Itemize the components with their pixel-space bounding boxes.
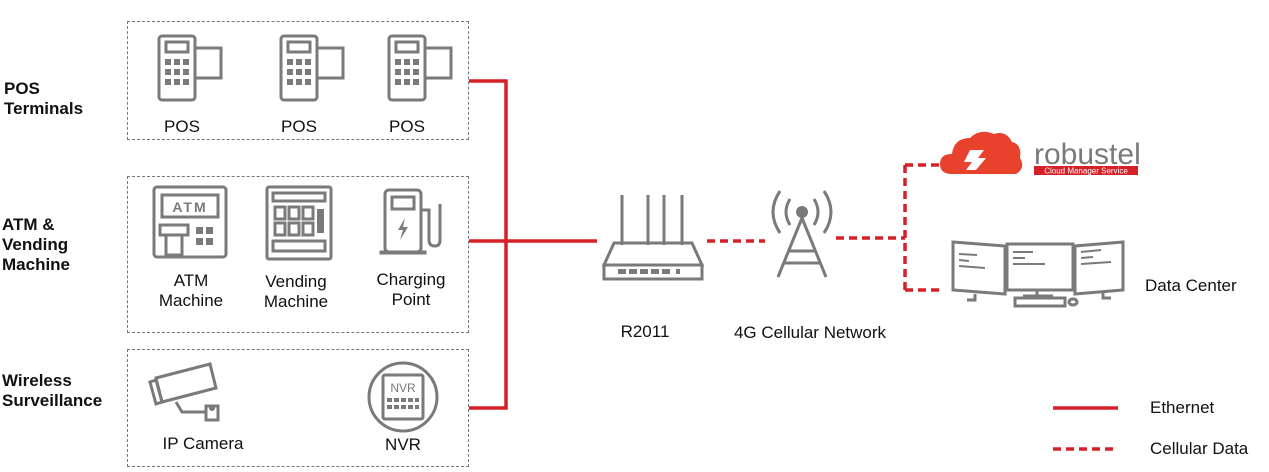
device-label-ip-camera: IP Camera: [162, 434, 244, 453]
atm-vending-group-box: [127, 176, 469, 333]
pos-terminal-icon: [387, 34, 453, 102]
device-label-pos-3: POS: [389, 117, 425, 136]
cell-tower-icon: [771, 190, 833, 278]
pos-terminal-icon: [157, 34, 223, 102]
ethernet-links: [469, 79, 597, 410]
pos-terminal-icon: [279, 34, 345, 102]
legend-label-cellular: Cellular Data: [1150, 439, 1249, 458]
nvr-icon: NVR: [367, 361, 439, 433]
group-label-line: Terminals: [4, 99, 84, 118]
device-label-line: Vending: [265, 272, 327, 291]
device-label-line: ATM: [173, 271, 209, 290]
robustel-logo: robustel Cloud Manager Service: [1034, 138, 1141, 176]
charging-point-icon: [379, 188, 442, 255]
robustel-brand-text: robustel: [1034, 138, 1141, 171]
group-label-line: Surveillance: [2, 391, 103, 410]
group-label-surveillance: Wireless Surveillance: [2, 371, 102, 411]
ip-camera-icon: [148, 362, 220, 422]
cloud-subtitle-text: Cloud Manager Service: [1044, 167, 1128, 176]
cloud-subtitle-bar: [1034, 166, 1138, 175]
device-label-vending: Vending Machine: [251, 272, 341, 312]
group-label-line: Wireless: [2, 371, 72, 390]
legend: [1053, 406, 1118, 451]
ethernet-link-pos: [469, 79, 508, 410]
group-label-line: POS: [4, 79, 40, 98]
monitor-center-icon: [1005, 242, 1079, 308]
datacenter-label: Data Center: [1145, 276, 1237, 295]
device-label-pos-1: POS: [164, 117, 200, 136]
legend-label-ethernet: Ethernet: [1150, 398, 1215, 417]
vending-machine-icon: [265, 185, 333, 261]
device-label-nvr: NVR: [385, 435, 421, 454]
group-label-line: Vending: [2, 235, 69, 254]
device-label-charging: Charging Point: [366, 270, 456, 310]
atm-icon: ATM: [152, 185, 228, 259]
device-label-line: Machine: [158, 291, 224, 310]
monitor-left-icon: [951, 240, 1007, 302]
group-label-atm-vending: ATM & Vending Machine: [2, 215, 70, 275]
group-label-line: ATM &: [2, 215, 55, 234]
nvr-icon-text: NVR: [390, 381, 416, 395]
cellular-links: [707, 163, 942, 292]
device-label-line: Point: [391, 290, 431, 309]
atm-screen-text: ATM: [172, 199, 207, 215]
device-label-atm: ATM Machine: [146, 271, 236, 311]
device-label-pos-2: POS: [281, 117, 317, 136]
surveillance-group-box: [127, 349, 469, 467]
network-label: 4G Cellular Network: [733, 323, 887, 342]
monitor-right-icon: [1073, 240, 1125, 300]
group-label-pos: POS Terminals: [4, 79, 83, 119]
group-label-line: Machine: [2, 255, 71, 274]
robustel-cloud-icon: [940, 131, 1023, 174]
router-icon: [601, 195, 705, 281]
device-label-line: Machine: [263, 292, 329, 311]
data-center-icon: [951, 240, 1125, 308]
device-label-line: Charging: [376, 270, 446, 289]
pos-group-box: [127, 21, 469, 140]
router-label: R2011: [620, 322, 670, 341]
